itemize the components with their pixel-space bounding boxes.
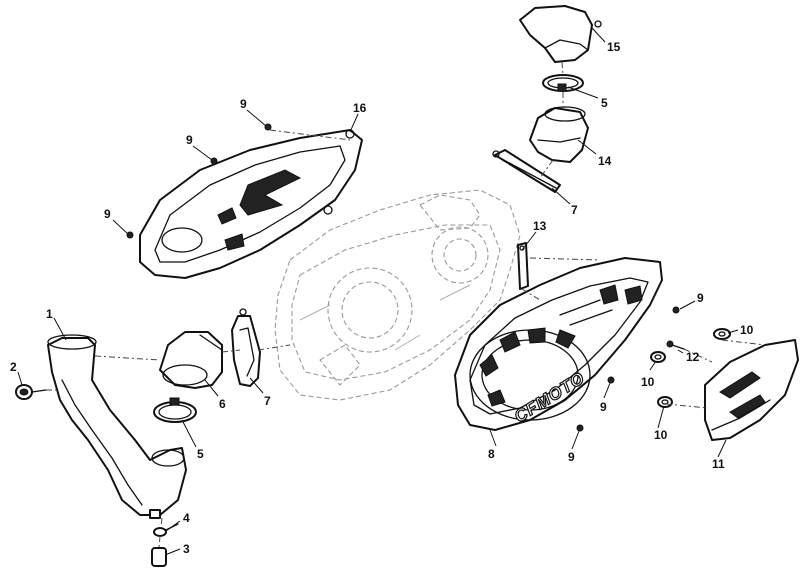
plug-part-2	[15, 384, 47, 400]
side-panel-part-11	[704, 339, 799, 441]
screw-part-9-b	[210, 157, 218, 165]
gasket-part-7-lower	[231, 308, 261, 387]
screw-part-9-e	[607, 376, 615, 384]
callout-8: 8	[488, 447, 495, 461]
screw-part-9-d	[672, 306, 680, 314]
callout-9-d: 9	[697, 291, 704, 305]
callout-5-upper: 5	[601, 96, 608, 110]
callout-10-c: 10	[654, 428, 668, 442]
bracket-part-13	[517, 242, 529, 290]
cvt-cover-part-8	[454, 257, 663, 431]
leader-lines	[17, 27, 739, 556]
callout-3: 3	[183, 542, 190, 556]
bolt-part-12	[666, 340, 685, 350]
engine-case-ghost	[274, 189, 521, 401]
callout-7-upper: 7	[571, 203, 578, 217]
alignment-lines	[46, 61, 766, 549]
callout-9-b: 9	[186, 133, 193, 147]
callout-1: 1	[46, 307, 53, 321]
callout-14: 14	[598, 154, 612, 168]
screw-part-9-a	[264, 123, 272, 131]
screw-part-9-f	[576, 424, 584, 432]
callout-12: 12	[686, 350, 700, 364]
cap-part-3	[151, 547, 167, 567]
callout-9-e: 9	[600, 400, 607, 414]
callout-16: 16	[353, 101, 367, 115]
elbow-boot-part-6	[159, 331, 223, 389]
callout-6: 6	[219, 397, 226, 411]
callout-10-b: 10	[641, 375, 655, 389]
callout-2: 2	[10, 360, 17, 374]
callout-5-lower: 5	[197, 447, 204, 461]
callout-13: 13	[533, 219, 547, 233]
callout-labels: 1 2 3 4 5 6 7 9 9 9 16 15 5 14 7 13 9 10…	[10, 40, 754, 556]
callout-10-a: 10	[740, 323, 754, 337]
intake-tube-part-1	[47, 334, 187, 519]
callout-15: 15	[607, 40, 621, 54]
gasket-part-7-upper	[492, 149, 561, 193]
clip-part-4	[153, 523, 179, 537]
upper-duct-part-15	[519, 5, 602, 63]
clamp-part-5-upper	[542, 74, 584, 92]
callout-9-f: 9	[568, 450, 575, 464]
upper-cover-part-16	[139, 129, 363, 279]
callout-11: 11	[712, 457, 725, 471]
callout-7-lower: 7	[264, 394, 271, 408]
clamp-part-5-lower	[153, 397, 197, 423]
grommet-part-10-c	[657, 396, 673, 408]
elbow-duct-part-14	[529, 106, 589, 163]
callout-9-a: 9	[240, 97, 247, 111]
grommet-part-10-b	[650, 351, 666, 363]
callout-9-c: 9	[104, 207, 111, 221]
grommet-part-10-a	[713, 328, 731, 340]
screw-part-9-c	[126, 231, 134, 239]
callout-4: 4	[183, 511, 190, 525]
